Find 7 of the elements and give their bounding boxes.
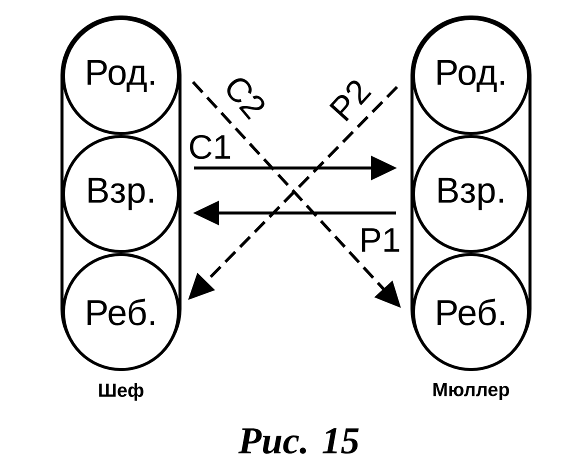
figure-caption: Рис. 15 <box>238 428 359 454</box>
name-label: Мюллер <box>433 383 510 400</box>
edge-label: Р1 <box>358 227 402 253</box>
edge-label: Р2 <box>326 75 374 125</box>
edge-label: С1 <box>187 134 233 160</box>
name-label: Шеф <box>99 383 144 401</box>
edge-label: С2 <box>220 71 270 123</box>
